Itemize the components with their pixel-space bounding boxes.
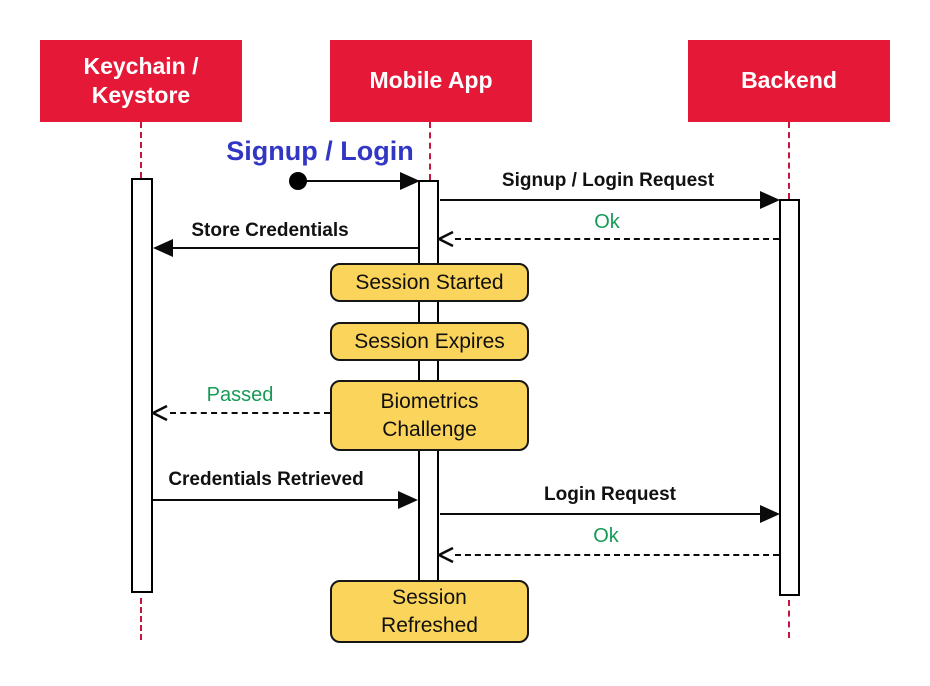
start-dot-icon [289,172,307,190]
note-session-expires: Session Expires [330,322,529,361]
msg-login-request-label: Login Request [544,484,676,505]
backend-lifeline-bottom [788,600,790,638]
mobile-lifeline-top [429,122,431,180]
msg-signup-login-request-label: Signup / Login Request [501,170,715,191]
diagram-title: Signup / Login [226,136,414,166]
note-session-expires-label: Session Expires [354,329,505,353]
arrowhead-right-icon [400,172,420,190]
open-arrowhead-left-icon [437,546,454,564]
arrowhead-right-icon [760,191,780,209]
keychain-lifeline-bottom [140,598,142,640]
msg-signup-ok-label: Ok [594,211,620,233]
keychain-activation-bar [131,178,153,593]
msg-login-ok-label: Ok [593,525,619,547]
msg-store-credentials-line [163,247,418,249]
arrowhead-left-icon [153,239,173,257]
open-arrowhead-left-icon [151,404,168,422]
note-session-refreshed: Session Refreshed [330,580,529,643]
start-arrow-line [298,180,404,182]
actor-mobile-label: Mobile App [369,67,493,94]
msg-credentials-retrieved-label: Credentials Retrieved [168,469,364,490]
actor-mobile-app: Mobile App [330,40,532,122]
msg-passed-label: Passed [206,384,274,406]
note-session-refreshed-label: Session Refreshed [381,586,478,637]
msg-signup-ok-line [455,238,779,240]
actor-keychain-label: Keychain / Keystore [83,52,199,108]
msg-signup-login-request-line [440,199,762,201]
arrowhead-right-icon [760,505,780,523]
msg-store-credentials-label: Store Credentials [191,220,349,241]
msg-login-request-line [440,513,762,515]
keychain-lifeline-top [140,122,142,178]
msg-credentials-retrieved-line [153,499,402,501]
note-session-started: Session Started [330,263,529,302]
open-arrowhead-left-icon [437,230,454,248]
actor-backend: Backend [688,40,890,122]
backend-lifeline-top [788,122,790,199]
msg-passed-line [170,412,330,414]
actor-backend-label: Backend [741,67,837,94]
note-biometrics-challenge: Biometrics Challenge [330,380,529,451]
backend-activation-bar [779,199,800,596]
msg-login-ok-line [455,554,779,556]
arrowhead-right-icon [398,491,418,509]
note-biometrics-challenge-label: Biometrics Challenge [380,390,479,441]
note-session-started-label: Session Started [355,270,504,294]
actor-keychain-keystore: Keychain / Keystore [40,40,242,122]
